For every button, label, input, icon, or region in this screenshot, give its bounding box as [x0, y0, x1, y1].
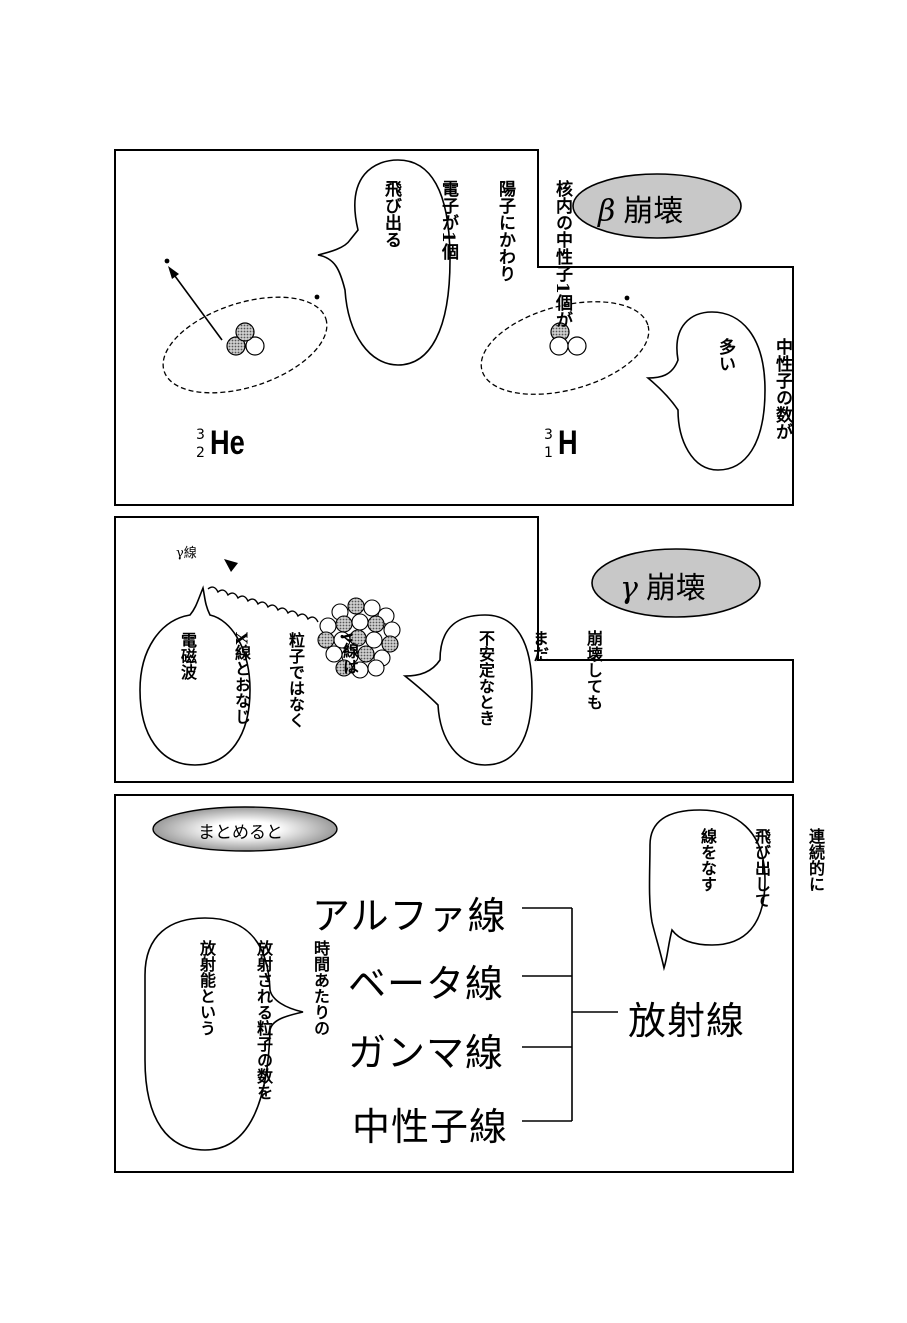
h-nucleus — [549, 322, 587, 356]
bubble-activity-outline — [144, 917, 304, 1151]
he-electron — [314, 294, 320, 300]
bubble-decay-line-2: 陽子にかわり — [495, 180, 515, 282]
radiation-item-gamma: ガンマ線 — [348, 1031, 505, 1075]
panel-beta-decay — [114, 149, 794, 506]
bubble-unstable-text: 崩壊しても まだ 不安定なとき — [458, 630, 638, 755]
bubble-neutron-line-2: 多い — [715, 338, 735, 372]
bubble-em-line-3: X線とおなじ — [232, 632, 251, 725]
bubble-unstable-line-1: 崩壊しても — [584, 630, 603, 710]
bubble-em-text: γ線は 粒子ではなく X線とおなじ 電磁波 — [160, 632, 394, 757]
bubble-activity-text: 時間あたりの 放射される粒子の数を 放射能という — [178, 940, 368, 1140]
emitted-electron-arrow — [171, 271, 223, 341]
gamma-title-text: 崩壊 — [645, 571, 706, 606]
summary-label: まとめると — [198, 823, 283, 843]
bubble-em-line-4: 電磁波 — [178, 632, 197, 680]
gamma-title-oval — [591, 548, 761, 618]
bubble-continuous-line-1: 連続的に — [806, 828, 825, 892]
h-electron-orbit — [480, 301, 650, 395]
he-nucleus — [226, 322, 265, 356]
bubble-activity-line-3: 放射能という — [197, 940, 216, 1036]
bubble-unstable-line-3: 不安定なとき — [476, 630, 495, 726]
gamma-ray-arrowhead — [224, 559, 238, 572]
unstable-nucleus — [317, 597, 401, 679]
bubble-decay-line-3: 電子が1個 — [438, 180, 458, 260]
radiation-bracket — [522, 907, 618, 1122]
gamma-ray-label: γ線 — [176, 546, 197, 561]
panel-1-border — [114, 149, 794, 506]
bubble-decay-outline — [317, 159, 451, 366]
bubble-em-outline — [139, 585, 251, 766]
bubble-continuous-line-3: 線をなす — [698, 828, 717, 892]
bubble-em-line-1: γ線は — [340, 632, 359, 675]
beta-symbol: β — [598, 194, 616, 229]
bubble-unstable-line-2: まだ — [530, 630, 549, 662]
he-symbol: He — [210, 424, 245, 462]
bubble-continuous-text: 連続的に 飛び出して 線をなす — [680, 828, 860, 938]
bubble-continuous-outline — [648, 809, 766, 972]
beta-title-text: 崩壊 — [623, 194, 684, 229]
panel-summary — [114, 794, 794, 1173]
radiation-item-alpha: アルファ線 — [312, 894, 507, 938]
radiation-item-beta: ベータ線 — [348, 962, 505, 1006]
bubble-decay-line-4: 飛び出る — [381, 180, 401, 248]
radiation-item-neutron: 中性子線 — [352, 1105, 509, 1149]
h-electron — [624, 295, 630, 301]
bubble-activity-line-1: 時間あたりの — [311, 940, 330, 1036]
bubble-unstable-outline — [402, 614, 533, 766]
bubble-decay-text: 核内の中性子1個が 陽子にかわり 電子が1個 飛び出る — [362, 180, 609, 355]
he-atomic-number: 2 — [196, 445, 205, 461]
panel-gamma-decay — [114, 516, 794, 783]
panel-3-border — [114, 794, 794, 1173]
gamma-symbol: γ — [620, 571, 638, 606]
bubble-em-line-2: 粒子ではなく — [286, 632, 305, 728]
h-mass-number: 3 — [544, 427, 553, 443]
bubble-activity-line-2: 放射される粒子の数を — [254, 940, 273, 1100]
bubble-neutron-line-1: 中性子の数が — [772, 338, 792, 440]
bubble-neutron-text: 中性子の数が 多い — [696, 338, 829, 463]
emitted-electron — [164, 258, 170, 264]
he-mass-number: 3 — [196, 427, 205, 443]
summary-oval — [152, 806, 338, 852]
gamma-ray-wave — [207, 586, 319, 623]
beta-title-oval — [572, 173, 742, 239]
he-electron-orbit — [162, 296, 328, 394]
panel-2-border — [114, 516, 794, 783]
radiation-heading: 放射線 — [628, 999, 746, 1043]
h-atomic-number: 1 — [544, 445, 553, 461]
h-symbol: H — [558, 424, 578, 462]
bubble-neutron-outline — [645, 311, 766, 471]
bubble-decay-line-1: 核内の中性子1個が — [552, 180, 572, 328]
bubble-continuous-line-2: 飛び出して — [752, 828, 771, 908]
